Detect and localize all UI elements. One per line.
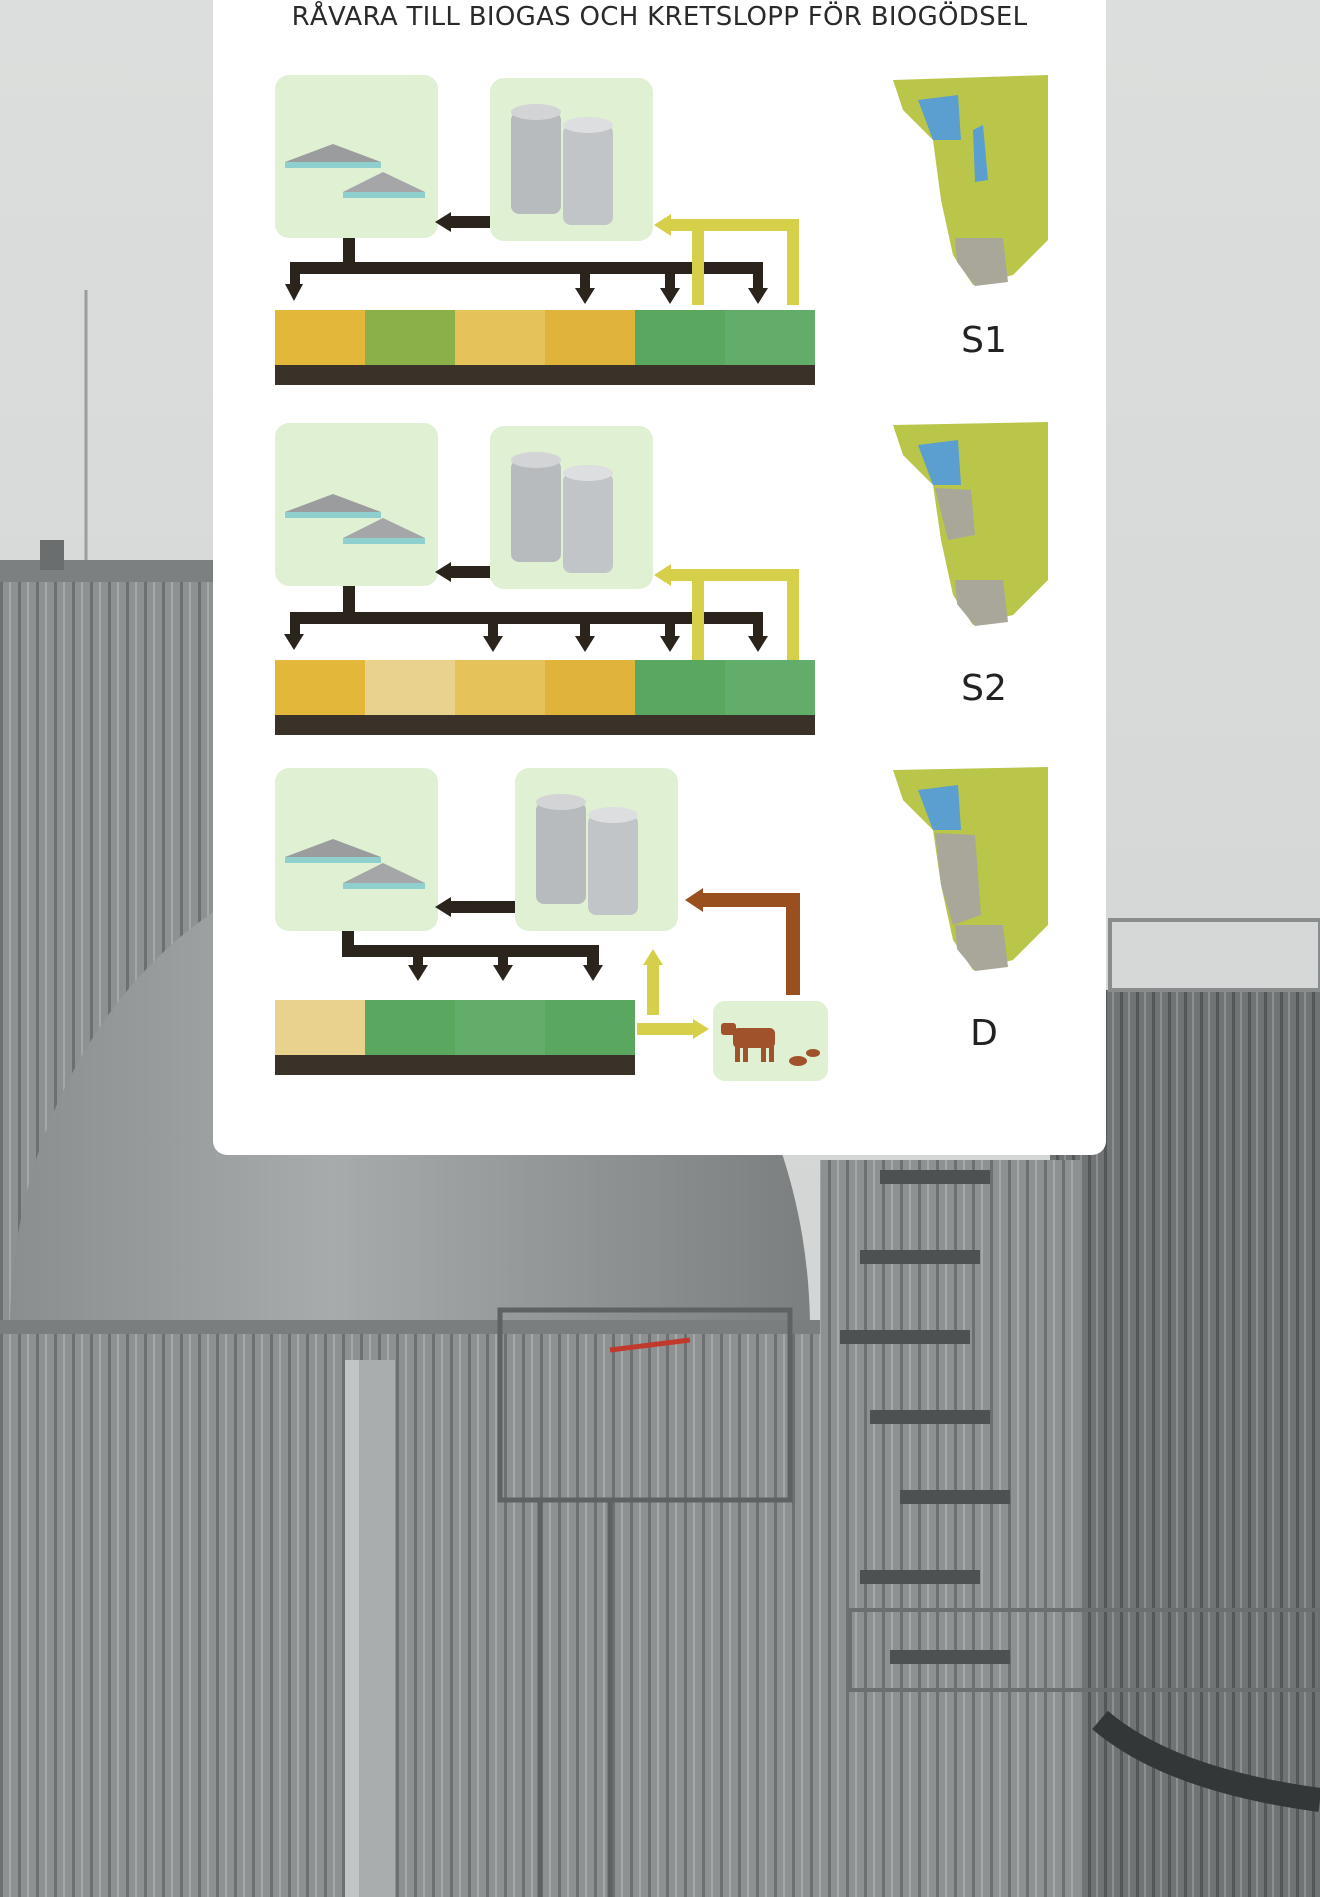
diagram-panel: RÅVARA TILL BIOGAS OCH KRETSLOPP FÖR BIO… (213, 0, 1106, 1155)
crop-field-row (275, 660, 815, 735)
scenario-label: D (970, 1013, 998, 1054)
manure-arrow (685, 888, 800, 995)
s1-cycle-diagram (275, 75, 1048, 385)
sweden-map-icon (893, 422, 1048, 626)
digestate-heaps-icon (285, 144, 425, 198)
s2-cycle-diagram (275, 422, 1048, 735)
biogas-tanks-icon (511, 104, 613, 225)
crop-feed-arrows (668, 219, 799, 305)
digestate-heaps-icon (285, 839, 425, 889)
scenario-label: S2 (961, 668, 1007, 709)
return-arrow-dark (435, 897, 515, 917)
d-cycle-diagram (275, 767, 1048, 1081)
digestate-spread-arrows (284, 586, 768, 652)
crop-feed-arrows (668, 569, 799, 660)
digestate-spread-arrows (285, 238, 768, 304)
crop-field-row (275, 310, 815, 385)
return-arrow-dark (435, 212, 490, 232)
crop-feed-arrows (637, 949, 709, 1039)
panel-title: RÅVARA TILL BIOGAS OCH KRETSLOPP FÖR BIO… (291, 2, 1028, 32)
scenario-label: S1 (961, 320, 1007, 361)
scenario-s1: S1 (213, 0, 1106, 390)
biogas-tanks-icon (511, 452, 613, 573)
biogas-tanks-icon (536, 794, 638, 915)
return-arrow-dark (435, 562, 490, 582)
scenario-s2: S2 (213, 420, 1106, 760)
crop-field-row (275, 1000, 635, 1075)
sweden-map-icon (893, 767, 1048, 971)
digestate-heaps-icon (285, 494, 425, 544)
scenario-d: D (213, 765, 1106, 1105)
cow-icon (721, 1023, 820, 1066)
digestate-spread-arrows (342, 931, 603, 981)
sweden-map-icon (893, 75, 1048, 286)
